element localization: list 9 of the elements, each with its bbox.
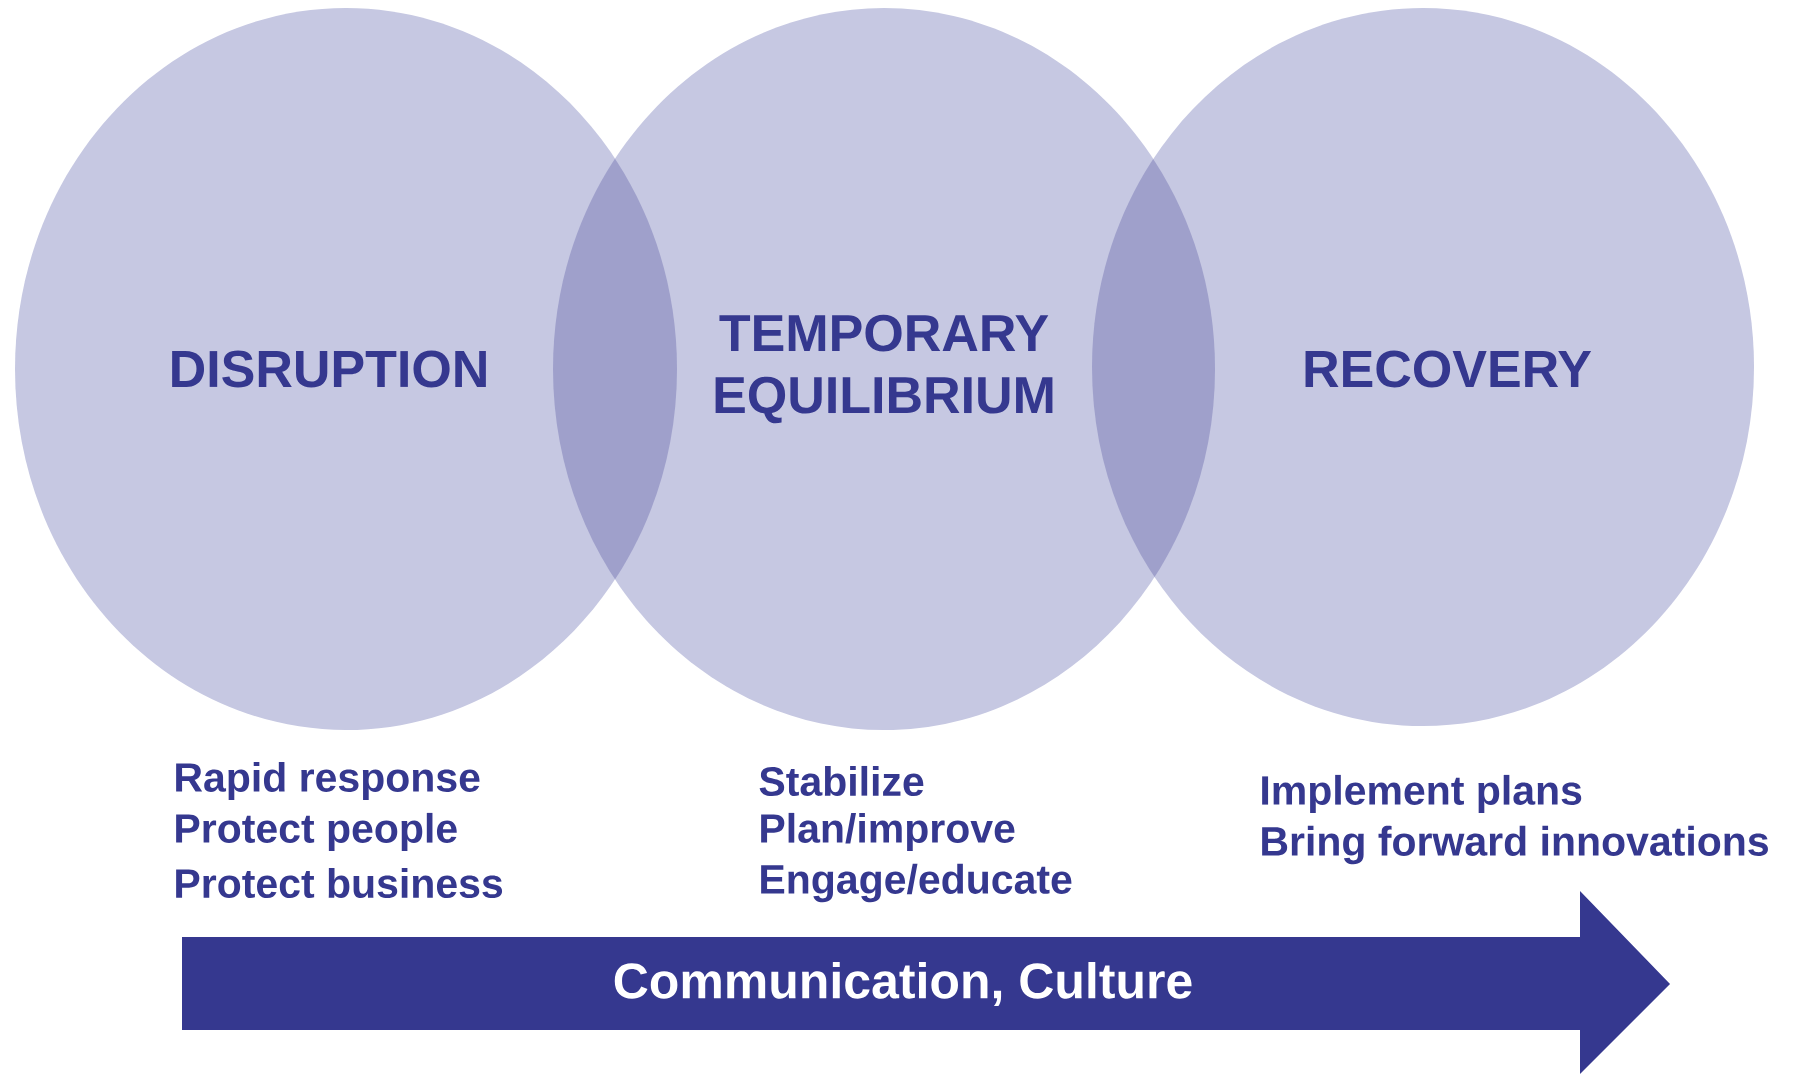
list-item: Implement plans (1262, 774, 1582, 814)
list-item: Protect people (176, 812, 457, 852)
list-item: Stabilize (759, 765, 924, 797)
circle-title: RECOVERY (1305, 350, 1592, 388)
circle-title: TEMPORARY EQUILIBRIUM (715, 314, 1053, 424)
list-item: Bring forward innovations (1262, 825, 1768, 865)
list-item: Rapid response (176, 761, 480, 801)
list-item: Plan/improve (761, 812, 1015, 852)
circle-title: DISRUPTION (172, 350, 486, 388)
